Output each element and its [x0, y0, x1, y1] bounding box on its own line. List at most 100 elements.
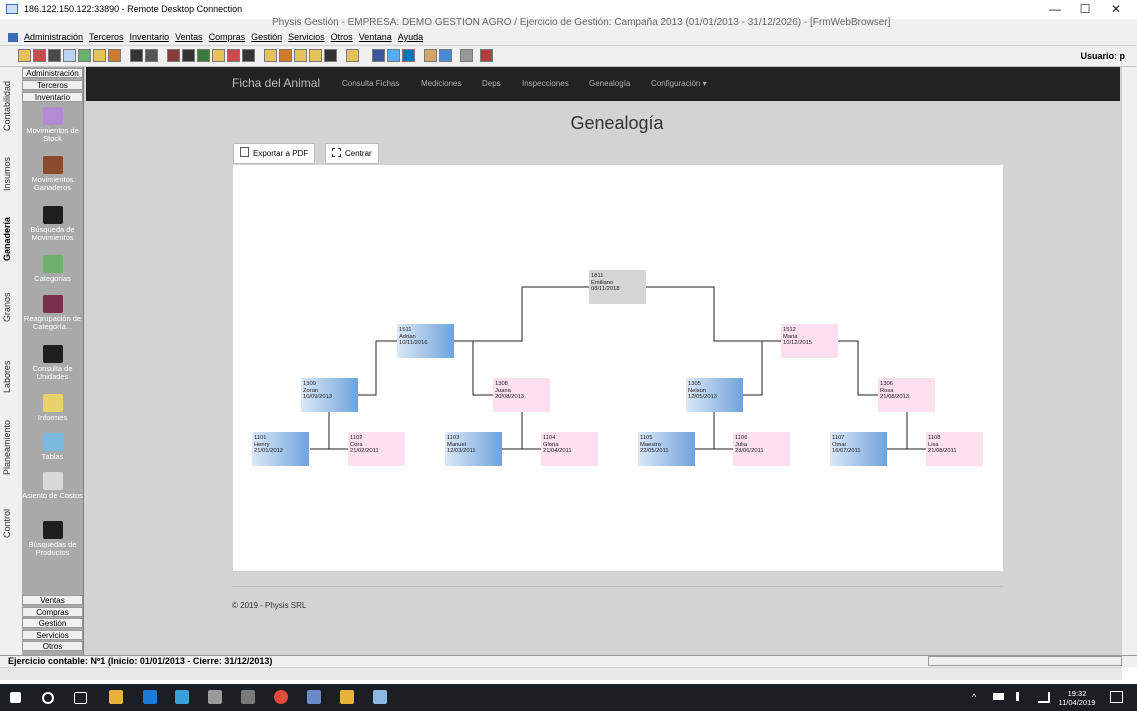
tab-granos[interactable]: Granos [2, 292, 12, 322]
nav-consulta-fichas[interactable]: Consulta Fichas [342, 79, 400, 88]
menu-administracion[interactable]: Administración [24, 32, 84, 42]
tools-icon[interactable] [241, 690, 255, 704]
clock[interactable]: 19:32 11/04/2019 [1058, 689, 1096, 707]
app-icon[interactable] [208, 690, 222, 704]
export-pdf-button[interactable]: Exportar a PDF [233, 143, 316, 164]
toolbar-icon[interactable] [197, 49, 210, 62]
linkedin-icon[interactable] [402, 49, 415, 62]
toolbar-icon[interactable] [93, 49, 106, 62]
menu-otros[interactable]: Otros [330, 32, 353, 42]
sidebar-header-compras[interactable]: Compras [22, 607, 83, 617]
toolbar-icon[interactable] [167, 49, 180, 62]
sidebar-item-movimientos-stock[interactable]: Movimientos de Stock [22, 107, 83, 143]
toolbar-icon[interactable] [108, 49, 121, 62]
tab-ganaderia[interactable]: Ganadería [2, 216, 12, 262]
minimize-button[interactable]: — [1049, 2, 1061, 16]
nav-genealogia[interactable]: Genealogía [589, 79, 631, 88]
nav-configuracion[interactable]: Configuración ▾ [651, 79, 707, 88]
toolbar-icon[interactable] [346, 49, 359, 62]
maximize-button[interactable]: ☐ [1079, 2, 1091, 16]
toolbar-icon[interactable] [212, 49, 225, 62]
toolbar-icon[interactable] [18, 49, 31, 62]
sidebar-item-informes[interactable]: Informes [22, 394, 83, 422]
sidebar-header-otros[interactable]: Otros [22, 641, 83, 651]
chevron-up-icon[interactable]: ^ [972, 692, 977, 702]
sidebar-item-busqueda-movimientos[interactable]: Búsqueda de Movimientos [22, 206, 83, 242]
menu-terceros[interactable]: Terceros [89, 32, 124, 42]
toolbar-icon[interactable] [294, 49, 307, 62]
menu-inventario[interactable]: Inventario [129, 32, 170, 42]
toolbar-icon[interactable] [309, 49, 322, 62]
chrome-icon[interactable] [274, 690, 288, 704]
store-icon[interactable] [175, 690, 189, 704]
sidebar-header-inventario[interactable]: Inventario [22, 92, 83, 102]
toolbar-icon[interactable] [33, 49, 46, 62]
twitter-icon[interactable] [387, 49, 400, 62]
tree-node-root[interactable]: 1811 Emiliano 08/11/2018 [589, 270, 646, 304]
app-menu-icon[interactable] [8, 33, 18, 42]
menu-ayuda[interactable]: Ayuda [397, 32, 424, 42]
volume-icon[interactable] [1016, 692, 1028, 701]
tab-planeamiento[interactable]: Planeamiento [2, 419, 12, 475]
close-button[interactable]: ✕ [1110, 2, 1122, 16]
horizontal-scrollbar[interactable] [0, 667, 1122, 680]
toolbar-icon[interactable] [145, 49, 158, 62]
center-button[interactable]: Centrar [325, 143, 379, 164]
windows-start-icon[interactable] [10, 692, 21, 703]
facebook-icon[interactable] [372, 49, 385, 62]
app-icon[interactable] [373, 690, 387, 704]
sidebar-header-gestion[interactable]: Gestión [22, 618, 83, 628]
binoculars-icon[interactable] [242, 49, 255, 62]
task-view-icon[interactable] [74, 692, 87, 704]
sidebar-item-categorias[interactable]: Categorías [22, 255, 83, 283]
sidebar-item-reagrupacion[interactable]: Reagrupación de Categoría... [22, 295, 83, 331]
toolbar-icon[interactable] [63, 49, 76, 62]
menu-ventana[interactable]: Ventana [358, 32, 392, 42]
nav-inspecciones[interactable]: Inspecciones [522, 79, 569, 88]
nav-mediciones[interactable]: Mediciones [421, 79, 462, 88]
toolbar-icon[interactable] [264, 49, 277, 62]
tab-labores[interactable]: Labores [2, 360, 12, 394]
user-icon[interactable] [424, 49, 437, 62]
binoculars-icon[interactable] [182, 49, 195, 62]
sidebar-item-movimientos-ganaderos[interactable]: Movimientos Ganaderos [22, 156, 83, 192]
sidebar-header-ventas[interactable]: Ventas [22, 595, 83, 605]
menu-compras[interactable]: Compras [208, 32, 246, 42]
network-icon[interactable] [1038, 692, 1050, 703]
sidebar-header-terceros[interactable]: Terceros [22, 80, 83, 90]
sidebar-header-servicios[interactable]: Servicios [22, 630, 83, 640]
sidebar-item-tablas[interactable]: Tablas [22, 433, 83, 461]
tab-contabilidad[interactable]: Contabilidad [2, 80, 12, 132]
sidebar-item-asiento-costos[interactable]: Asiento de Costos [22, 472, 83, 500]
menu-gestion[interactable]: Gestión [251, 32, 283, 42]
sidebar-item-consulta-unidades[interactable]: Consulta de Unidades [22, 345, 83, 381]
tab-control[interactable]: Control [2, 508, 12, 538]
sidebar-item-busquedas-productos[interactable]: Búsquedas de Productos [22, 521, 83, 557]
search-icon[interactable] [42, 692, 54, 704]
menu-servicios[interactable]: Servicios [288, 32, 325, 42]
notifications-icon[interactable] [1110, 691, 1123, 703]
toolbar-icon[interactable] [78, 49, 91, 62]
app-icon[interactable] [340, 690, 354, 704]
toolbar-icon[interactable] [48, 49, 61, 62]
tab-insumos[interactable]: Insumos [2, 157, 12, 192]
menu-ventas[interactable]: Ventas [175, 32, 203, 42]
vertical-scrollbar[interactable] [1122, 67, 1137, 655]
exit-icon[interactable] [480, 49, 493, 62]
navbar-brand[interactable]: Ficha del Animal [232, 76, 321, 90]
toolbar-icon[interactable] [460, 49, 473, 62]
file-explorer-icon[interactable] [109, 690, 123, 704]
